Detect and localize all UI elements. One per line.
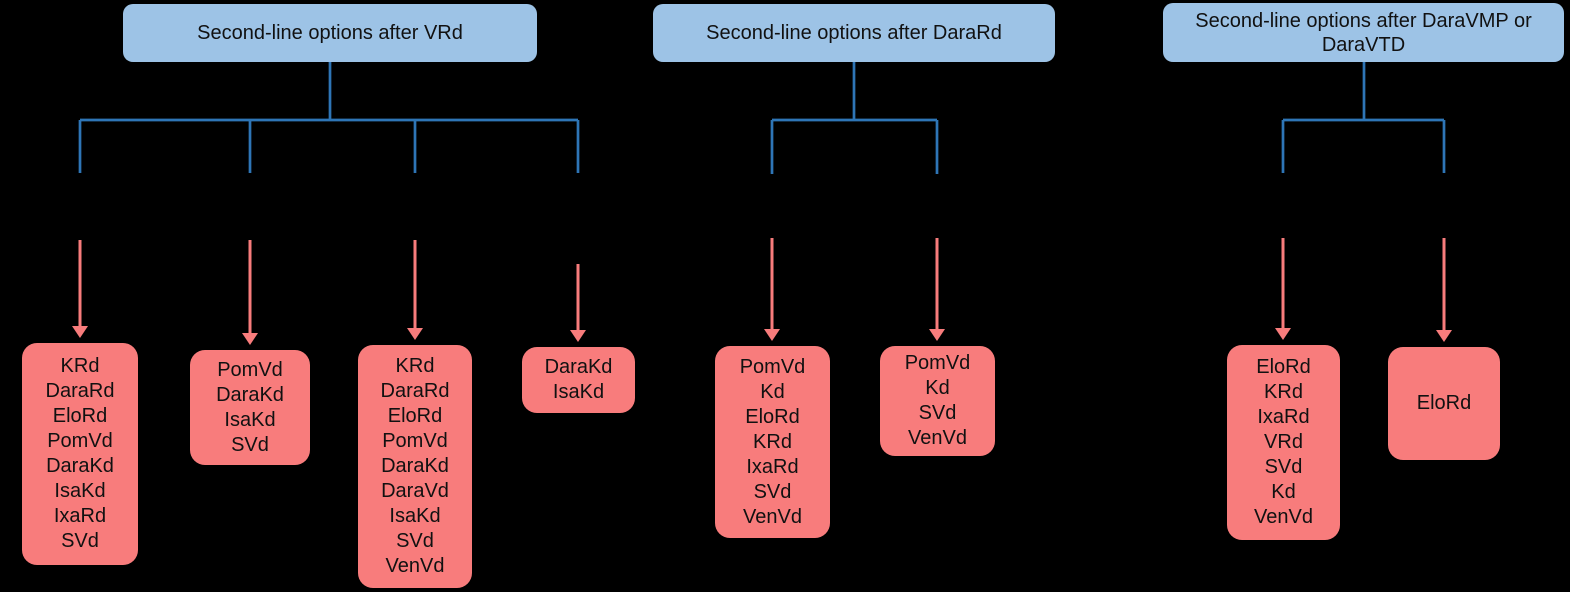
arrow-down-icon [1275, 238, 1291, 340]
option-item: KRd [60, 355, 100, 377]
arrow-down-icon [764, 238, 780, 341]
option-item: EloRd [1256, 356, 1311, 378]
option-item: DaraRd [380, 380, 450, 402]
option-item: VenVd [743, 505, 802, 528]
arrow-down-icon [242, 240, 258, 345]
option-item: Kd [760, 380, 785, 403]
option-item: VenVd [908, 427, 967, 449]
option-item: EloRd [387, 405, 443, 427]
arrow-down-icon [1436, 238, 1452, 342]
option-item: IxaRd [746, 455, 799, 478]
header-second-line-after-darard: Second-line options after DaraRd [653, 4, 1055, 62]
tree3-blue-connector [1281, 62, 1446, 173]
option-item: SVd [1264, 456, 1303, 478]
option-item: IsaKd [224, 408, 276, 431]
header-second-line-after-vrd: Second-line options after VRd [123, 4, 537, 62]
option-item: DaraKd [46, 455, 114, 477]
option-item: DaraVd [381, 480, 449, 502]
option-item: DaraRd [45, 380, 115, 402]
option-item: Kd [925, 377, 950, 399]
option-item: DaraKd [544, 356, 613, 378]
option-item: PomVd [739, 355, 806, 378]
option-item: DaraKd [381, 455, 449, 477]
option-item: EloRd [745, 405, 800, 428]
option-item: PomVd [47, 430, 113, 452]
option-item: SVd [918, 402, 957, 424]
option-item: IxaRd [53, 505, 107, 527]
option-item: VenVd [1254, 506, 1313, 528]
option-item: KRd [1264, 381, 1303, 403]
option-item: SVd [231, 433, 269, 456]
header-second-line-after-daravmp-daravtd: Second-line options after DaraVMP or Dar… [1163, 3, 1564, 62]
option-item: KRd [753, 430, 792, 453]
option-item: Kd [1271, 481, 1296, 503]
arrow-down-icon [929, 238, 945, 341]
option-item: VenVd [385, 555, 445, 577]
arrow-down-icon [570, 264, 586, 342]
option-list-daravmp-branch-2: EloRd [1388, 347, 1500, 460]
option-item: IxaRd [1257, 406, 1310, 428]
option-item: PomVd [217, 358, 283, 381]
option-item: PomVd [382, 430, 448, 452]
option-item: VRd [1264, 431, 1303, 453]
option-item: SVd [61, 530, 99, 552]
tree1-blue-connector [78, 62, 580, 173]
option-item: EloRd [1416, 392, 1472, 414]
option-item: IsaKd [552, 381, 605, 403]
option-item: DaraKd [216, 383, 284, 406]
option-item: SVd [753, 480, 792, 503]
option-item: SVd [396, 530, 434, 552]
option-item: IsaKd [389, 505, 441, 527]
tree2-blue-connector [770, 62, 939, 174]
arrow-down-icon [72, 240, 88, 338]
option-item: KRd [395, 355, 435, 377]
arrow-down-icon [407, 240, 423, 340]
option-item: IsaKd [54, 480, 106, 502]
option-item: PomVd [904, 352, 971, 374]
option-item: EloRd [52, 405, 108, 427]
